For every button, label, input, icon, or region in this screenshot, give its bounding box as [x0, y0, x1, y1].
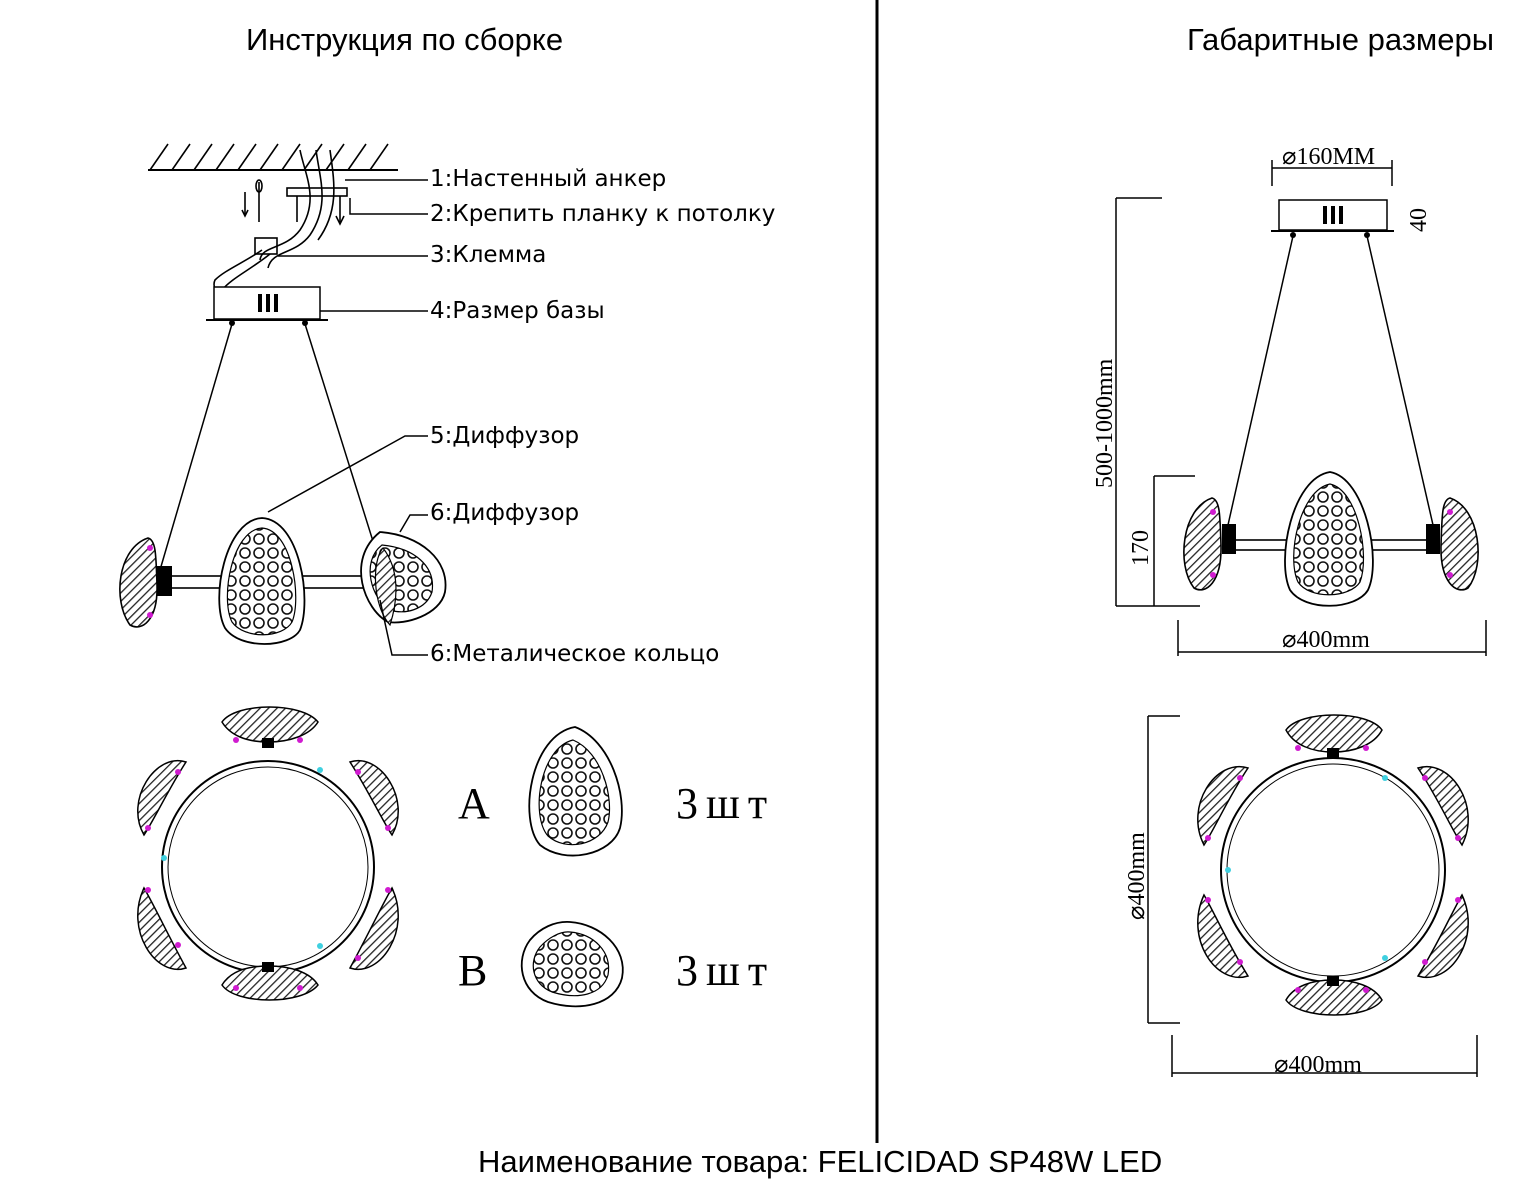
mounting-hardware — [213, 149, 348, 319]
suspension-cables — [159, 323, 383, 571]
callout-terminal: 3:Клемма — [430, 242, 547, 268]
part-a-diffuser — [528, 726, 623, 857]
kit-qty-a: 3шт — [676, 779, 776, 828]
callout-wall-anchor: 1:Настенный анкер — [430, 166, 667, 192]
side-view-assembly — [119, 517, 447, 645]
dim-cables — [1227, 235, 1434, 526]
dim-side-diameter: ⌀400mm — [1282, 627, 1370, 653]
dim-top-diameter-horizontal: ⌀400mm — [1274, 1052, 1362, 1078]
part-b-diffuser — [520, 921, 624, 1008]
dim-top-lines — [1147, 715, 1478, 1077]
dim-side-view — [1183, 471, 1479, 607]
kit-qty-b: 3шт — [676, 946, 776, 995]
dim-base-width-line — [1271, 160, 1393, 186]
dim-side-width-line — [1177, 620, 1487, 656]
callout-diffuser-b: 6:Диффузор — [430, 500, 580, 526]
dim-top-diameter-vertical: ⌀400mm — [1124, 832, 1150, 920]
callout-ceiling-bracket: 2:Крепить планку к потолку — [430, 201, 776, 227]
dim-base-diameter: ⌀160MM — [1282, 144, 1376, 170]
product-name-footer: Наименование товара: FELICIDAD SP48W LED — [478, 1144, 1163, 1179]
kit-letter-a: A — [458, 779, 490, 828]
callout-base-size: 4:Размер базы — [430, 298, 605, 324]
assembly-title: Инструкция по сборке — [246, 22, 564, 57]
callout-metal-ring: 6:Металическое кольцо — [430, 641, 720, 667]
kit-letter-b: B — [458, 946, 488, 995]
dim-top-view — [1197, 714, 1469, 1016]
callout-leaders — [267, 179, 428, 656]
dim-shade-height: 170 — [1128, 530, 1154, 566]
dim-base-canopy — [1271, 199, 1394, 238]
dim-base-height: 40 — [1406, 208, 1432, 232]
ceiling — [148, 143, 398, 171]
dimensions-title: Габаритные размеры — [1187, 22, 1495, 57]
callout-diffuser-a: 5:Диффузор — [430, 423, 580, 449]
top-view-assembly — [137, 706, 399, 1001]
dim-height-lines — [1115, 197, 1200, 607]
base-canopy — [206, 286, 328, 326]
dim-cable-length: 500-1000mm — [1092, 358, 1118, 488]
